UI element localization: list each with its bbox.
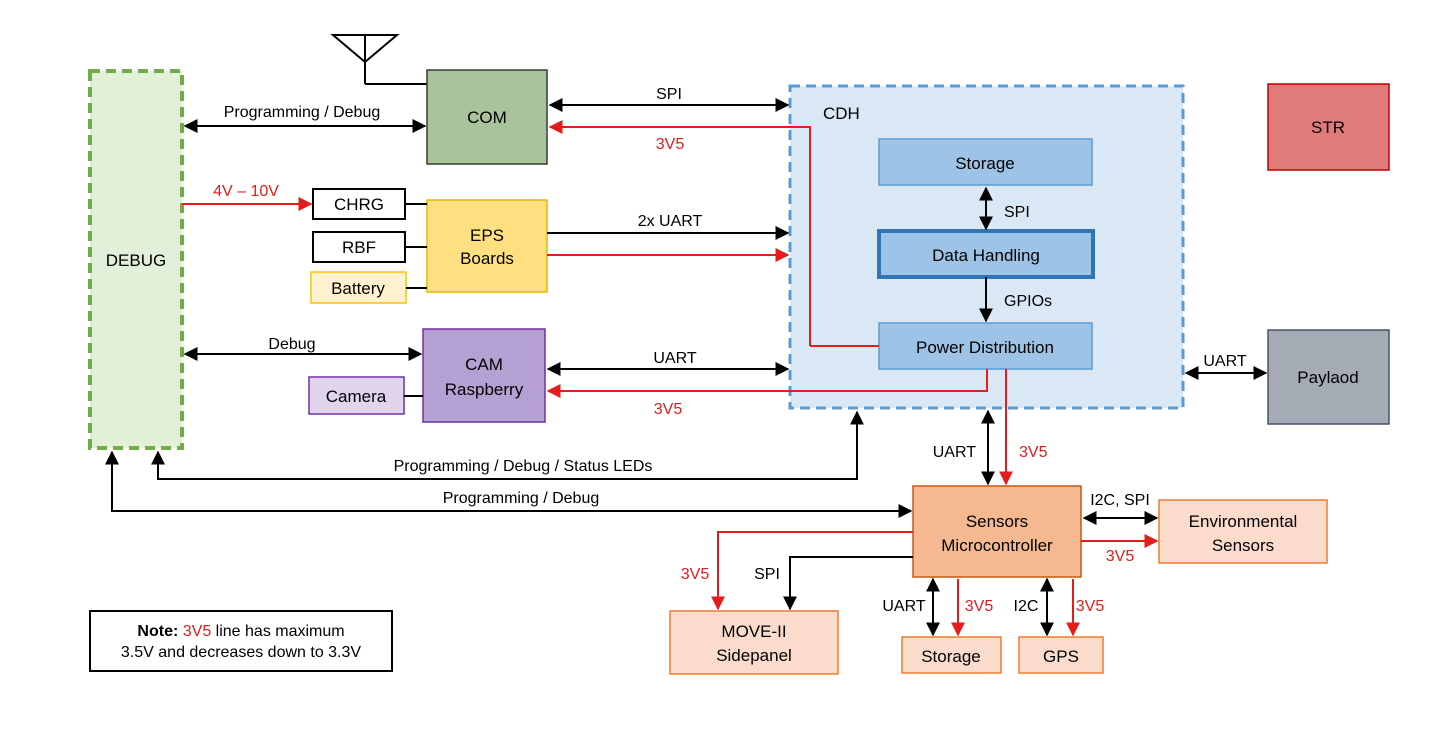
cam-label-line2: Raspberry <box>445 380 524 399</box>
com-power-line <box>548 120 811 346</box>
camera-block <box>308 376 405 415</box>
debug-block <box>88 69 184 450</box>
antenna-icon <box>330 34 428 85</box>
env-label-line1: Environmental <box>1189 512 1298 531</box>
note-red: 3V5 <box>182 623 212 640</box>
debug-com-label: Programming / Debug <box>224 104 381 121</box>
cam-power-label: 3V5 <box>654 401 683 418</box>
data-handling-block <box>877 229 1095 279</box>
rbf-label: RBF <box>342 238 376 257</box>
note-line1: Note: 3V5 line has maximum <box>91 621 391 642</box>
sensors-label-line2: Microcontroller <box>941 536 1053 555</box>
cdh-payload-label: UART <box>1203 353 1246 370</box>
eps-label-line1: EPS <box>470 226 504 245</box>
sensors-block <box>912 485 1082 578</box>
storage-uart-label: UART <box>882 598 925 615</box>
rbf-block <box>312 231 406 263</box>
note-bold: Note: <box>137 623 179 640</box>
move-label-line2: Sidepanel <box>716 646 792 665</box>
debug-cam-label: Debug <box>268 336 315 353</box>
payload-block <box>1267 329 1390 425</box>
debug-label: DEBUG <box>106 251 166 270</box>
gps-power-label: 3V5 <box>1076 598 1105 615</box>
storage-label: Storage <box>955 154 1015 173</box>
data-handling-label: Data Handling <box>932 246 1040 265</box>
power-distribution-label: Power Distribution <box>916 338 1054 357</box>
camera-label: Camera <box>326 387 387 406</box>
debug-cdh-label: Programming / Debug / Status LEDs <box>394 458 653 475</box>
com-label: COM <box>467 108 507 127</box>
cam-block <box>422 328 546 423</box>
debug-sensors-label: Programming / Debug <box>443 490 600 507</box>
cam-label-line1: CAM <box>465 355 503 374</box>
sensor-storage-block <box>901 636 1002 674</box>
eps-cdh-label: 2x UART <box>638 213 703 230</box>
payload-label: Paylaod <box>1297 368 1358 387</box>
chrg-block <box>312 188 406 220</box>
move-spi-label: SPI <box>754 566 780 583</box>
debug-sensors-link <box>105 450 913 518</box>
gps-i2c-label: I2C <box>1014 598 1039 615</box>
com-block <box>426 69 548 165</box>
sensor-storage-label: Storage <box>921 647 981 666</box>
debug-charge-label: 4V – 10V <box>213 183 279 200</box>
eps-block <box>426 199 548 293</box>
battery-block <box>310 271 407 304</box>
env-label-line2: Sensors <box>1212 536 1274 555</box>
cdh-sensors-label: UART <box>933 444 976 461</box>
gps-label: GPS <box>1043 647 1079 666</box>
sensors-env-label: I2C, SPI <box>1090 492 1150 509</box>
str-block <box>1267 83 1390 171</box>
battery-label: Battery <box>331 279 385 298</box>
dh-pd-label: GPIOs <box>1004 293 1052 310</box>
move-spi-link <box>783 556 913 611</box>
gps-block <box>1018 636 1104 674</box>
env-power-label: 3V5 <box>1106 548 1135 565</box>
str-label: STR <box>1311 118 1345 137</box>
cam-cdh-label: UART <box>653 350 696 367</box>
chrg-label: CHRG <box>334 195 384 214</box>
environmental-sensors-block <box>1158 499 1328 564</box>
move-power-label: 3V5 <box>681 566 710 583</box>
sensors-power-label: 3V5 <box>1019 444 1048 461</box>
note-line2: 3.5V and decreases down to 3.3V <box>120 644 362 661</box>
note-rest: line has maximum <box>211 623 345 640</box>
move-sidepanel-block <box>669 610 839 675</box>
power-distribution-block <box>878 322 1093 370</box>
move-label-line1: MOVE-II <box>721 622 786 641</box>
storage-block <box>878 138 1093 186</box>
sensors-label-line1: Sensors <box>966 512 1028 531</box>
eps-label-line2: Boards <box>460 249 514 268</box>
note-box: Note: 3V5 line has maximum 3.5V and decr… <box>89 610 393 672</box>
storage-power-label: 3V5 <box>965 598 994 615</box>
move-power-line <box>711 531 913 611</box>
cam-power-line <box>546 369 988 398</box>
com-power-label: 3V5 <box>656 136 685 153</box>
cdh-label: CDH <box>823 104 860 123</box>
storage-dh-label: SPI <box>1004 204 1030 221</box>
com-cdh-label: SPI <box>656 86 682 103</box>
